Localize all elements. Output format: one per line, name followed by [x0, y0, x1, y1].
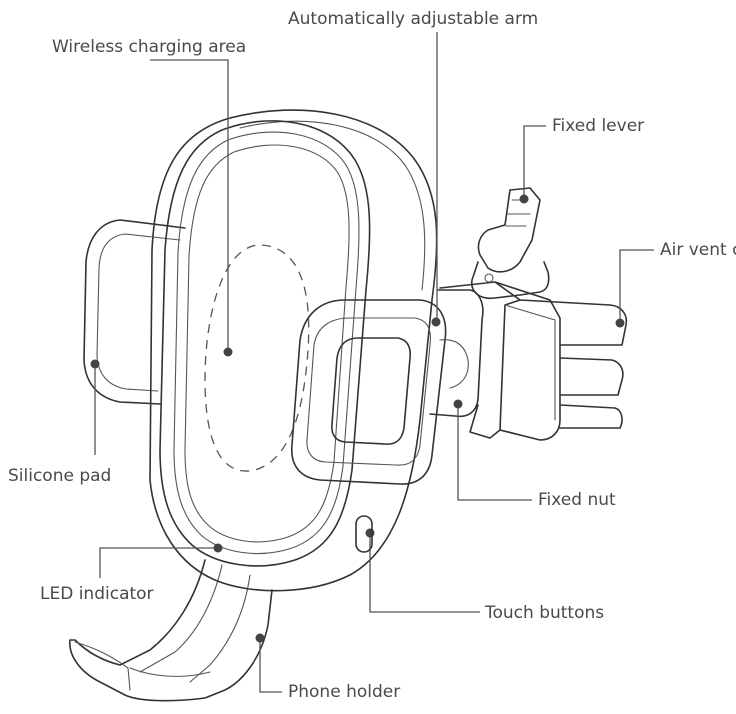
label-led-indicator: LED indicator	[40, 584, 154, 604]
right-arm	[291, 299, 447, 485]
charger-illustration	[69, 109, 628, 702]
label-touch-buttons: Touch buttons	[484, 603, 604, 623]
label-phone-holder: Phone holder	[288, 682, 400, 702]
label-automatically-adjustable-arm: Automatically adjustable arm	[288, 9, 538, 29]
fixed-lever	[470, 187, 550, 300]
label-fixed-lever: Fixed lever	[552, 116, 644, 136]
label-fixed-nut: Fixed nut	[538, 490, 616, 510]
callout-fixed-nut: Fixed nut	[453, 399, 616, 510]
vent-clip	[439, 281, 628, 441]
callout-touch-buttons: Touch buttons	[355, 515, 604, 623]
back-shell	[149, 109, 438, 592]
callout-fixed-lever: Fixed lever	[519, 116, 644, 204]
callout-automatically-adjustable-arm: Automatically adjustable arm	[288, 9, 538, 327]
callout-air-vent: Air vent c	[615, 240, 736, 328]
callout-silicone-pad: Silicone pad	[8, 359, 111, 486]
callout-led-indicator: LED indicator	[40, 543, 223, 604]
left-arm	[83, 219, 186, 405]
callout-phone-holder: Phone holder	[255, 633, 400, 702]
label-wireless-charging-area: Wireless charging area	[52, 37, 246, 57]
label-air-vent: Air vent c	[660, 240, 736, 260]
touch-button-icon	[355, 515, 373, 553]
front-face	[159, 120, 371, 567]
label-silicone-pad: Silicone pad	[8, 466, 111, 486]
callout-wireless-charging-area: Wireless charging area	[52, 37, 246, 357]
phone-holder-foot	[69, 559, 273, 702]
